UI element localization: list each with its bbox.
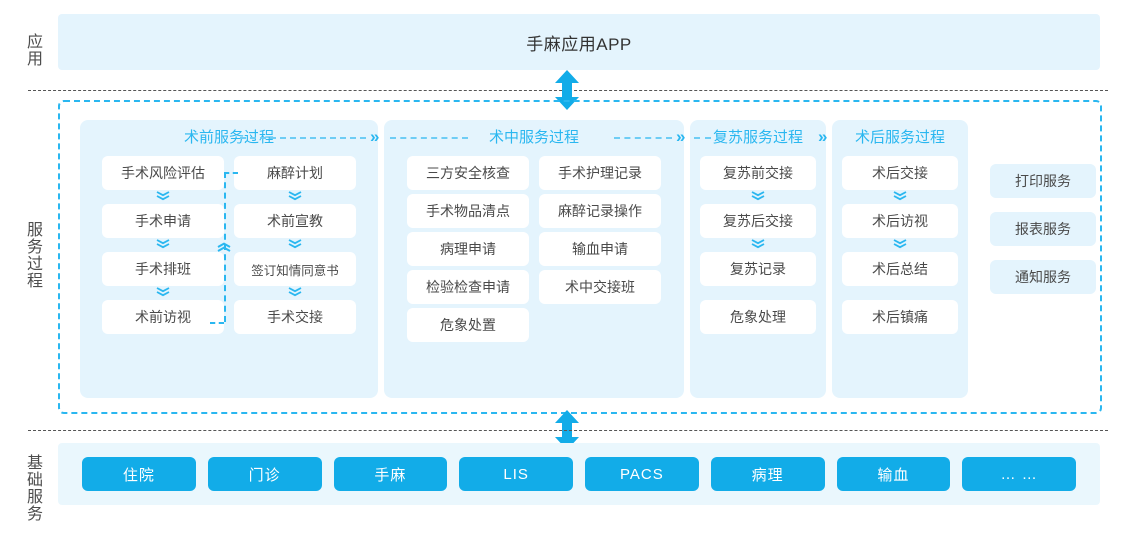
phase-column: 手术护理记录 麻醉记录操作 输血申请 术中交接班 <box>539 156 661 346</box>
phase-columns-postoperative: 术后交接 术后访视 术后总结 术后镇痛 <box>832 156 968 338</box>
phase-columns-preoperative: 手术风险评估 手术申请 手术排班 术前访视 麻醉计划 术前宣教 签订知情同意书 <box>80 156 378 338</box>
down-chevron-icon <box>156 191 170 201</box>
base-services-bar: 住院 门诊 手麻 LIS PACS 病理 输血 … … <box>58 443 1100 505</box>
process-card[interactable]: 麻醉记录操作 <box>539 194 661 228</box>
process-card[interactable]: 复苏记录 <box>700 252 816 286</box>
phase-column: 术后交接 术后访视 术后总结 术后镇痛 <box>842 156 958 338</box>
process-card[interactable]: 麻醉计划 <box>234 156 356 190</box>
down-chevron-icon <box>288 239 302 249</box>
phase-flow-dotted-leader <box>390 137 468 139</box>
service-process-container <box>58 100 1102 414</box>
phase-column: 麻醉计划 术前宣教 签订知情同意书 手术交接 <box>234 156 356 338</box>
phase-flow-chevron-icon: » <box>676 127 686 146</box>
process-card[interactable]: 危象处置 <box>407 308 529 342</box>
base-service-chip[interactable]: 门诊 <box>207 457 322 491</box>
application-layer-bar: 手麻应用APP <box>58 14 1100 70</box>
phase-panel-preoperative: 术前服务过程 手术风险评估 手术申请 手术排班 术前访视 麻醉计划 术前宣教 <box>80 120 378 398</box>
down-chevron-icon <box>156 287 170 297</box>
phase-panel-recovery: 复苏服务过程 复苏前交接 复苏后交接 复苏记录 危象处理 <box>690 120 826 398</box>
phase-columns-recovery: 复苏前交接 复苏后交接 复苏记录 危象处理 <box>690 156 826 338</box>
phase-header-recovery: 复苏服务过程 <box>712 128 803 146</box>
phase-flow-chevron-icon: » <box>370 127 380 146</box>
process-card[interactable]: 手术交接 <box>234 300 356 334</box>
base-service-chip[interactable]: 输血 <box>836 457 951 491</box>
process-card[interactable]: 手术护理记录 <box>539 156 661 190</box>
process-card[interactable]: 术中交接班 <box>539 270 661 304</box>
process-card[interactable]: 三方安全核查 <box>407 156 529 190</box>
process-card[interactable]: 病理申请 <box>407 232 529 266</box>
phase-header-intraoperative: 术中服务过程 <box>488 128 579 146</box>
phase-columns-intraoperative: 三方安全核查 手术物品清点 病理申请 检验检查申请 危象处置 手术护理记录 麻醉… <box>384 156 684 346</box>
phase-flow-dotted-leader <box>614 137 672 139</box>
phase-flow-dotted-leader <box>240 137 366 139</box>
process-card[interactable]: 危象处理 <box>700 300 816 334</box>
process-card[interactable]: 签订知情同意书 <box>234 252 356 286</box>
base-service-chip[interactable]: 住院 <box>82 457 196 491</box>
base-service-chip[interactable]: LIS <box>459 457 573 491</box>
base-service-chip[interactable]: 手麻 <box>333 457 448 491</box>
phase-flow-dotted-leader <box>694 137 722 139</box>
preop-column-connector-line <box>224 172 226 322</box>
phase-column: 复苏前交接 复苏后交接 复苏记录 危象处理 <box>700 156 816 338</box>
base-service-chip-more[interactable]: … … <box>962 457 1076 491</box>
process-card[interactable]: 输血申请 <box>539 232 661 266</box>
aux-service-chip[interactable]: 报表服务 <box>990 212 1096 246</box>
process-card[interactable]: 术后镇痛 <box>842 300 958 334</box>
layer-label-base-service: 基础服务 <box>24 454 41 522</box>
phase-panel-postoperative: 术后服务过程 术后交接 术后访视 术后总结 术后镇痛 <box>832 120 968 398</box>
down-chevron-icon <box>751 191 765 201</box>
phase-column: 三方安全核查 手术物品清点 病理申请 检验检查申请 危象处置 <box>407 156 529 346</box>
process-card[interactable]: 术前访视 <box>102 300 224 334</box>
phase-header-postoperative: 术后服务过程 <box>854 128 945 146</box>
phase-panel-intraoperative: 术中服务过程 三方安全核查 手术物品清点 病理申请 检验检查申请 危象处置 手术… <box>384 120 684 398</box>
layer-label-application: 应用 <box>24 33 41 67</box>
process-card[interactable]: 手术排班 <box>102 252 224 286</box>
aux-service-chip[interactable]: 通知服务 <box>990 260 1096 294</box>
layer-separator-bottom <box>28 430 1108 431</box>
phase-header-preoperative: 术前服务过程 <box>183 128 274 146</box>
process-card[interactable]: 手术申请 <box>102 204 224 238</box>
down-chevron-icon <box>156 239 170 249</box>
base-service-chip[interactable]: 病理 <box>710 457 825 491</box>
down-chevron-icon <box>288 287 302 297</box>
process-card[interactable]: 手术物品清点 <box>407 194 529 228</box>
down-chevron-icon <box>893 191 907 201</box>
aux-service-chip[interactable]: 打印服务 <box>990 164 1096 198</box>
process-card[interactable]: 术后交接 <box>842 156 958 190</box>
preop-column-connector-top <box>224 172 238 174</box>
process-card[interactable]: 检验检查申请 <box>407 270 529 304</box>
process-card[interactable]: 手术风险评估 <box>102 156 224 190</box>
process-card[interactable]: 术前宣教 <box>234 204 356 238</box>
process-card[interactable]: 术后访视 <box>842 204 958 238</box>
down-chevron-icon <box>751 239 765 249</box>
up-chevron-icon <box>216 238 232 254</box>
process-card[interactable]: 复苏前交接 <box>700 156 816 190</box>
auxiliary-services-group: 打印服务 报表服务 通知服务 <box>990 164 1096 308</box>
base-service-chip[interactable]: PACS <box>585 457 699 491</box>
process-card[interactable]: 术后总结 <box>842 252 958 286</box>
phase-column: 手术风险评估 手术申请 手术排班 术前访视 <box>102 156 224 338</box>
down-chevron-icon <box>893 239 907 249</box>
app-title: 手麻应用APP <box>526 34 632 54</box>
preop-column-connector-bottom <box>210 322 224 324</box>
layer-label-service-process: 服务过程 <box>24 221 41 289</box>
phase-flow-chevron-icon: » <box>818 127 828 146</box>
down-chevron-icon <box>288 191 302 201</box>
process-card[interactable]: 复苏后交接 <box>700 204 816 238</box>
